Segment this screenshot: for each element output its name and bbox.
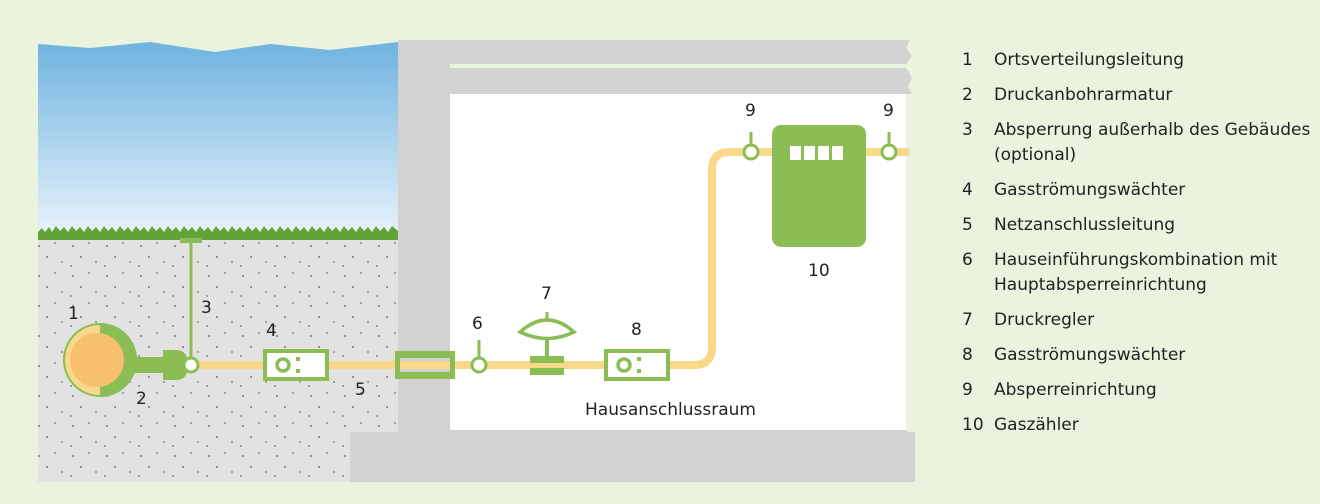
soil bbox=[38, 236, 398, 482]
label-9b: 9 bbox=[883, 101, 894, 121]
label-3: 3 bbox=[201, 298, 212, 318]
gas-connection-diagram: 1 2 3 4 5 6 7 8 9 9 10 Hausanschlussraum bbox=[38, 40, 915, 482]
legend-number: 2 bbox=[962, 85, 973, 105]
label-9a: 9 bbox=[745, 101, 756, 121]
legend-number: 5 bbox=[962, 215, 973, 235]
legend-text: Ortsverteilungsleitung bbox=[994, 50, 1185, 70]
legend: 1 Ortsverteilungsleitung 2 Druckanbohrarma… bbox=[962, 48, 1312, 448]
gas-meter bbox=[772, 125, 866, 247]
main-shutoff bbox=[470, 340, 488, 374]
label-7: 7 bbox=[541, 284, 552, 304]
label-2: 2 bbox=[136, 389, 147, 409]
building-walls bbox=[350, 40, 915, 482]
legend-item: 6 Hauseinführungskombination mit Hauptabs… bbox=[962, 248, 1312, 298]
legend-text: Druckregler bbox=[994, 310, 1095, 330]
legend-item: 9 Absperreinrichtung bbox=[962, 378, 1312, 403]
outdoor-shutoff bbox=[180, 238, 202, 374]
label-1: 1 bbox=[68, 304, 79, 324]
legend-item: 8 Gasströmungswächter bbox=[962, 343, 1312, 368]
shutoff-device-outlet bbox=[880, 132, 898, 161]
legend-text: Gasströmungswächter bbox=[994, 345, 1186, 365]
legend-item: 1 Ortsverteilungsleitung bbox=[962, 48, 1312, 73]
legend-number: 4 bbox=[962, 180, 973, 200]
legend-item: 10 Gaszähler bbox=[962, 413, 1312, 438]
label-10: 10 bbox=[808, 261, 830, 281]
house-entry-combination bbox=[395, 351, 455, 379]
legend-item: 7 Druckregler bbox=[962, 308, 1312, 333]
shutoff-device-inlet bbox=[742, 132, 760, 161]
room-label: Hausanschlussraum bbox=[585, 400, 756, 420]
legend-text: Gasströmungswächter bbox=[994, 180, 1186, 200]
legend-number: 3 bbox=[962, 120, 973, 140]
legend-number: 1 bbox=[962, 50, 973, 70]
legend-item: 2 Druckanbohrarmatur bbox=[962, 83, 1312, 108]
legend-text: Absperreinrichtung bbox=[994, 380, 1157, 400]
legend-text: Hauseinführungskombination mit Hauptabsp… bbox=[994, 250, 1278, 295]
legend-number: 10 bbox=[962, 415, 984, 435]
label-4: 4 bbox=[266, 321, 277, 341]
legend-item: 4 Gasströmungswächter bbox=[962, 178, 1312, 203]
distribution-main bbox=[63, 323, 137, 397]
legend-number: 6 bbox=[962, 250, 973, 270]
pressure-regulator bbox=[516, 312, 578, 375]
grass bbox=[38, 226, 398, 240]
legend-text: Netzanschlussleitung bbox=[994, 215, 1176, 235]
legend-item: 3 Absperrung außerhalb des Gebäudes (opti… bbox=[962, 118, 1312, 168]
label-5: 5 bbox=[355, 380, 366, 400]
legend-text: Gaszähler bbox=[994, 415, 1079, 435]
gas-flow-monitor-outdoor bbox=[263, 349, 329, 381]
legend-number: 7 bbox=[962, 310, 973, 330]
sky bbox=[38, 42, 398, 236]
legend-number: 9 bbox=[962, 380, 973, 400]
legend-text: Druckanbohrarmatur bbox=[994, 85, 1173, 105]
label-6: 6 bbox=[472, 314, 483, 334]
legend-item: 5 Netzanschlussleitung bbox=[962, 213, 1312, 238]
label-8: 8 bbox=[631, 320, 642, 340]
tapping-fitting bbox=[133, 350, 188, 380]
legend-text: Absperrung außerhalb des Gebäudes (optio… bbox=[994, 120, 1311, 165]
gas-flow-monitor-indoor bbox=[604, 349, 670, 381]
legend-number: 8 bbox=[962, 345, 973, 365]
